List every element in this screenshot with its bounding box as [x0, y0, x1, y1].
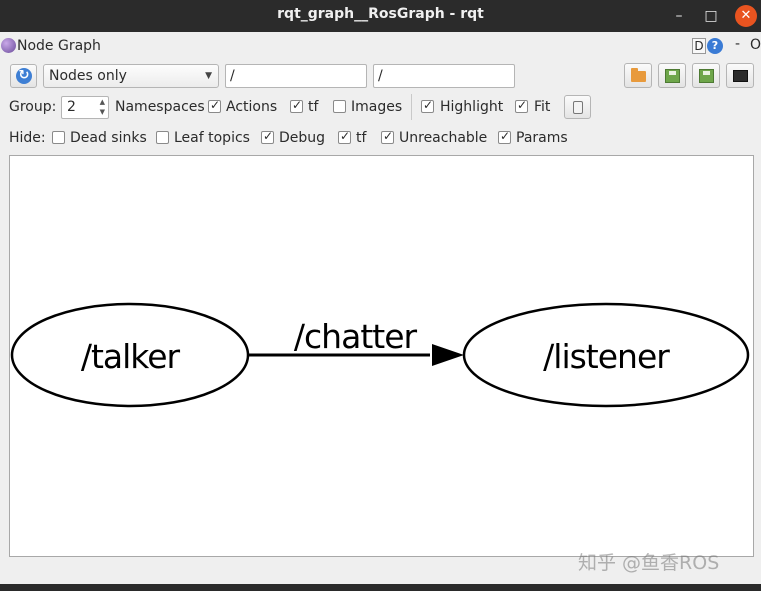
save-svg-icon: [699, 69, 714, 83]
tf-checkbox[interactable]: [290, 98, 303, 113]
edge-talker-listener[interactable]: /chatter: [248, 317, 464, 366]
node-talker-label: /talker: [81, 337, 181, 376]
window-titlebar: rqt_graph__RosGraph - rqt – □ ✕: [0, 0, 761, 32]
plugin-header: Node Graph D ? - O: [0, 34, 761, 58]
window-title: rqt_graph__RosGraph - rqt: [277, 6, 484, 22]
spin-up-icon[interactable]: ▲: [99, 98, 105, 106]
unreachable-checkbox[interactable]: [381, 129, 394, 144]
toolbar-row: ↻ Nodes only ▼: [0, 62, 761, 90]
hide-row: Hide: Dead sinks Leaf topics Debug tf Un…: [0, 125, 761, 151]
namespaces-label: Namespaces: [115, 99, 205, 115]
hide-label: Hide:: [9, 130, 46, 146]
group-label: Group:: [9, 99, 57, 115]
help-icon[interactable]: ?: [707, 38, 723, 54]
rqt-plugin-icon: [1, 38, 16, 53]
images-label: Images: [351, 99, 403, 115]
hide-tf-label: tf: [356, 130, 367, 146]
node-talker[interactable]: /talker: [10, 302, 250, 408]
unreachable-label: Unreachable: [399, 130, 488, 146]
save-image-button[interactable]: [726, 63, 754, 88]
graph-svg: /chatter /talker /listener: [10, 302, 750, 408]
images-checkbox[interactable]: [333, 100, 346, 113]
options-divider: [411, 94, 412, 120]
save-dot-button[interactable]: [658, 63, 686, 88]
image-icon: [733, 70, 748, 82]
watermark-text: 知乎 @鱼香ROS: [578, 552, 720, 574]
close-plugin-button[interactable]: O: [750, 37, 761, 53]
maximize-button[interactable]: □: [704, 8, 718, 24]
edge-arrowhead: [432, 344, 464, 366]
tf-label: tf: [308, 99, 319, 115]
chevron-down-icon: ▼: [205, 71, 212, 81]
hide-tf-checkbox[interactable]: [338, 129, 351, 144]
plugin-title: Node Graph: [17, 38, 101, 54]
graph-canvas[interactable]: /chatter /talker /listener: [9, 155, 754, 557]
actions-checkbox[interactable]: [208, 98, 221, 113]
debug-checkbox[interactable]: [261, 129, 274, 144]
load-dot-button[interactable]: [624, 63, 652, 88]
refresh-button[interactable]: ↻: [10, 64, 37, 88]
node-talker-ellipse: [10, 302, 250, 408]
highlight-label: Highlight: [440, 99, 504, 115]
group-value: 2: [67, 99, 76, 115]
node-listener-label: /listener: [543, 337, 670, 376]
view-mode-value: Nodes only: [49, 68, 127, 84]
dead-sinks-label: Dead sinks: [70, 130, 147, 146]
fit-checkbox[interactable]: [515, 98, 528, 113]
leaf-topics-checkbox[interactable]: [156, 131, 169, 144]
edge-label: /chatter: [294, 317, 418, 356]
spin-down-icon[interactable]: ▼: [99, 108, 105, 116]
folder-icon: [631, 68, 646, 82]
minimize-button[interactable]: –: [675, 8, 683, 24]
save-svg-button[interactable]: [692, 63, 720, 88]
fit-in-view-button[interactable]: [564, 95, 591, 119]
options-row: Group: 2 ▲ ▼ Namespaces Actions tf Image…: [0, 94, 761, 120]
leaf-topics-label: Leaf topics: [174, 130, 250, 146]
dead-sinks-checkbox[interactable]: [52, 131, 65, 144]
save-icon: [665, 69, 680, 83]
close-button[interactable]: ✕: [735, 5, 757, 27]
node-filter-input[interactable]: [225, 64, 367, 88]
fit-label: Fit: [534, 99, 551, 115]
view-mode-combo[interactable]: Nodes only ▼: [43, 64, 219, 88]
minimize-plugin-button[interactable]: -: [735, 36, 741, 52]
node-listener[interactable]: /listener: [462, 302, 750, 408]
status-bar: [0, 584, 761, 591]
group-spinbox[interactable]: 2 ▲ ▼: [61, 96, 109, 119]
dock-toggle-button[interactable]: D: [692, 38, 706, 54]
topic-filter-input[interactable]: [373, 64, 515, 88]
refresh-icon: ↻: [16, 68, 32, 84]
node-listener-ellipse: [462, 302, 750, 408]
params-checkbox[interactable]: [498, 129, 511, 144]
actions-label: Actions: [226, 99, 278, 115]
params-label: Params: [516, 130, 568, 146]
fit-in-view-icon: [573, 101, 583, 114]
debug-label: Debug: [279, 130, 326, 146]
highlight-checkbox[interactable]: [421, 98, 434, 113]
